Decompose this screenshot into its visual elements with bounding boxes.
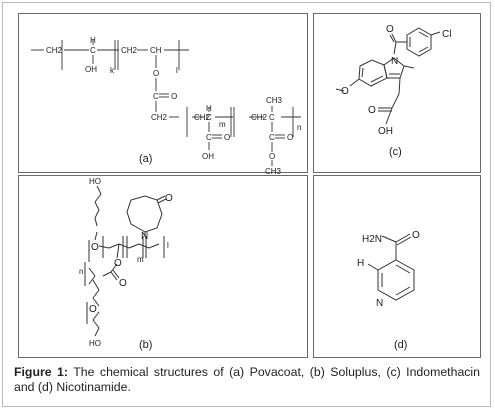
panel-tag-d: (d) xyxy=(394,339,407,351)
atom-label: H xyxy=(90,36,96,45)
atom-label: CH2 xyxy=(151,113,168,122)
atom-label: H xyxy=(357,258,364,269)
repeat-label: m xyxy=(137,255,144,264)
atom-label: CH2 xyxy=(194,113,211,122)
atom-label: CH3 xyxy=(266,96,283,105)
atom-label: H2N xyxy=(362,234,382,245)
repeat-label: l xyxy=(176,66,178,75)
repeat-label: n xyxy=(297,123,301,132)
figure-frame: CH2 H C OH k CH2 CH l O C O CH2 CH2 H C … xyxy=(2,2,491,407)
atom-label: O xyxy=(119,278,127,289)
repeat-label: n xyxy=(79,267,83,276)
atom-label: C xyxy=(206,113,212,122)
atom-label: CH xyxy=(150,46,162,55)
repeat-label: m xyxy=(219,120,226,129)
panel-tag-b: (b) xyxy=(139,339,152,351)
atom-label: O xyxy=(287,133,293,142)
atom-label: H xyxy=(206,104,212,113)
atom-label: C xyxy=(153,92,159,101)
caption-label: Figure 1: xyxy=(14,365,68,379)
panel-d-nicotinamide: H2N O H N (d) xyxy=(313,175,481,358)
atom-label: CH2 xyxy=(251,113,268,122)
atom-label: O xyxy=(269,152,275,161)
atom-label: O xyxy=(153,69,159,78)
atom-label: CH2 xyxy=(46,46,63,55)
atom-label: O xyxy=(341,86,349,97)
povacoat-structure: CH2 H C OH k CH2 CH l O C O CH2 CH2 H C … xyxy=(31,36,301,176)
atom-label: O xyxy=(171,92,177,101)
atom-label: HO xyxy=(89,339,101,348)
panel-tag-a: (a) xyxy=(139,153,152,165)
atom-label: C xyxy=(90,46,96,55)
atom-label: O xyxy=(368,105,376,116)
atom-label: O xyxy=(386,24,394,35)
atom-label: O xyxy=(224,133,230,142)
nicotinamide-structure: H2N O H N (d) xyxy=(357,230,420,351)
atom-label: CH3 xyxy=(265,167,282,176)
atom-label: C xyxy=(269,113,275,122)
indomethacin-structure: O Cl N O O OH (c) xyxy=(335,24,451,158)
atom-label: C xyxy=(269,133,275,142)
atom-label: O xyxy=(412,230,420,241)
atom-label: N xyxy=(376,298,383,309)
repeat-label: k xyxy=(110,66,115,75)
caption-text: The chemical structures of (a) Povacoat,… xyxy=(14,365,481,394)
atom-label: N xyxy=(391,56,398,67)
atom-label: O xyxy=(114,258,122,269)
panel-c-indomethacin: O Cl N O O OH (c) xyxy=(313,13,481,173)
figure-caption: Figure 1: The chemical structures of (a)… xyxy=(14,365,480,395)
atom-label: O xyxy=(165,193,173,204)
atom-label: CH2 xyxy=(121,46,138,55)
atom-label: C xyxy=(206,133,212,142)
panel-a-povacoat: CH2 H C OH k CH2 CH l O C O CH2 CH2 H C … xyxy=(18,13,308,176)
panel-tag-c: (c) xyxy=(389,146,402,158)
atom-label: O xyxy=(89,304,97,315)
atom-label: OH xyxy=(85,65,97,74)
atom-label: N xyxy=(141,231,148,242)
atom-label: O xyxy=(91,242,99,253)
atom-label: OH xyxy=(202,152,214,161)
atom-label: HO xyxy=(89,177,101,186)
panel-b-soluplus: HO O N O O O n m l O HO (b) xyxy=(18,175,308,358)
atom-label: Cl xyxy=(442,29,451,40)
repeat-label: l xyxy=(167,241,169,250)
atom-label: OH xyxy=(378,126,393,137)
soluplus-structure: HO O N O O O n m l O HO (b) xyxy=(79,177,173,351)
